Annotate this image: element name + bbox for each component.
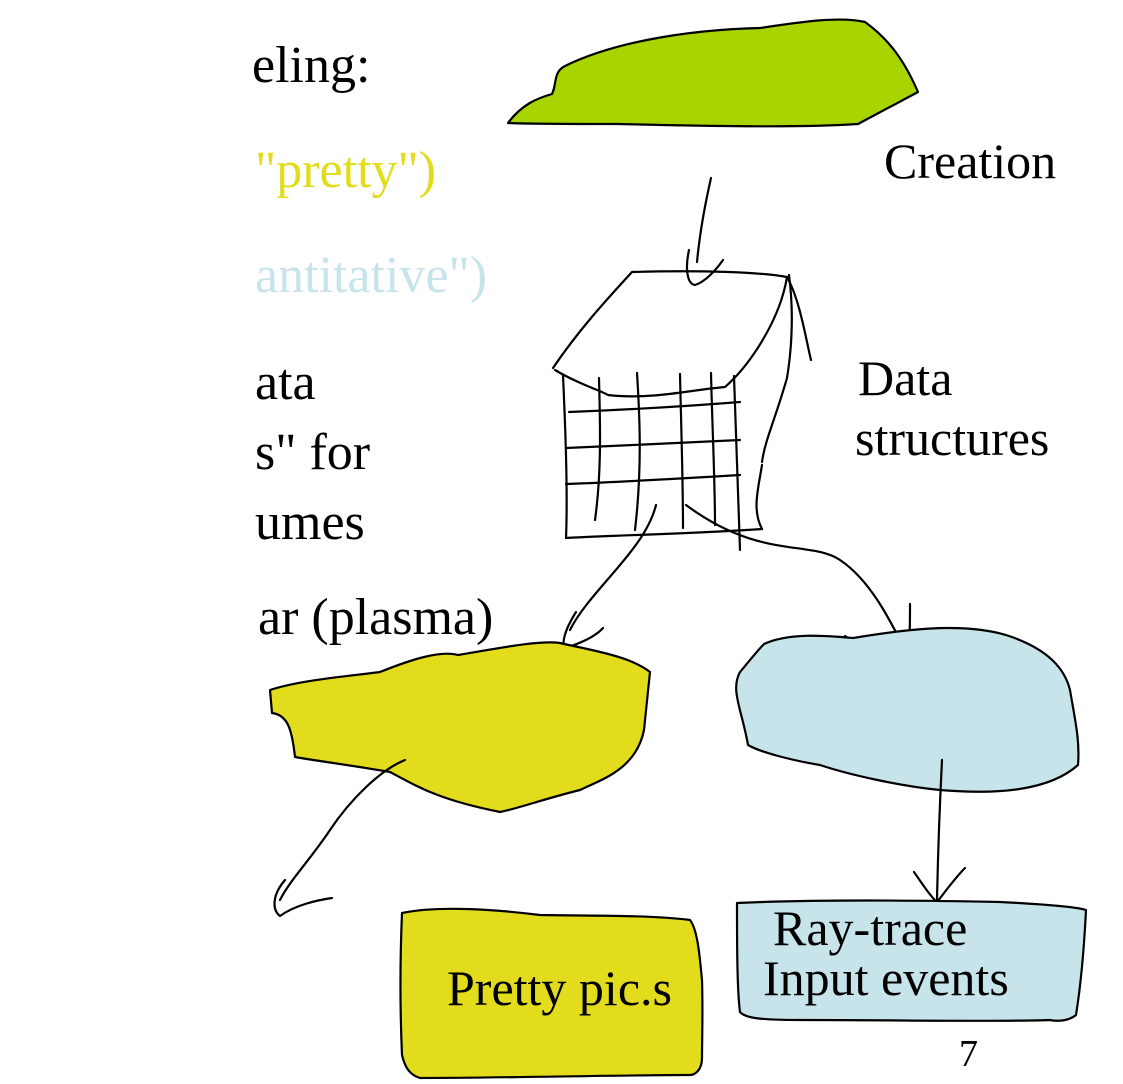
raytrace-label-line1: Ray-trace xyxy=(773,900,967,956)
arrowhead-pretty-to-pics xyxy=(273,878,334,918)
bullet-line-2: "pretty") xyxy=(255,142,437,199)
arrow-creation-to-data xyxy=(695,176,713,264)
bullet-line-7: ar (plasma) xyxy=(258,589,494,646)
arrow-data-to-pretty xyxy=(568,503,658,632)
bullet-line-3: antitative") xyxy=(255,247,488,304)
arrow-pretty-to-pics xyxy=(278,758,407,902)
pretty-pics-box xyxy=(399,907,704,1080)
data-structures-label-line1: Data xyxy=(858,350,952,406)
raytrace-label-line2: Input events xyxy=(763,950,1009,1006)
data-structures-sketch xyxy=(551,270,813,552)
arrow-data-to-quant xyxy=(684,503,906,650)
quantitative-cloud xyxy=(735,626,1080,793)
creation-blob xyxy=(506,18,920,128)
bullet-line-4: ata xyxy=(255,354,316,411)
bullet-line-1: eling: xyxy=(252,37,371,94)
bullet-line-5: s" for xyxy=(255,424,371,481)
arrowhead-quant-to-raytrace xyxy=(912,866,967,904)
arrow-quant-to-raytrace xyxy=(935,758,944,902)
creation-label: Creation xyxy=(884,133,1056,189)
pretty-pics-label: Pretty pic.s xyxy=(447,960,672,1016)
bullet-line-6: umes xyxy=(255,494,365,551)
page-number: 7 xyxy=(959,1033,978,1075)
raytrace-box xyxy=(735,899,1088,1022)
arrowhead-creation-to-data xyxy=(685,248,725,287)
data-structures-label-line2: structures xyxy=(855,410,1049,466)
pretty-cloud xyxy=(268,641,652,814)
